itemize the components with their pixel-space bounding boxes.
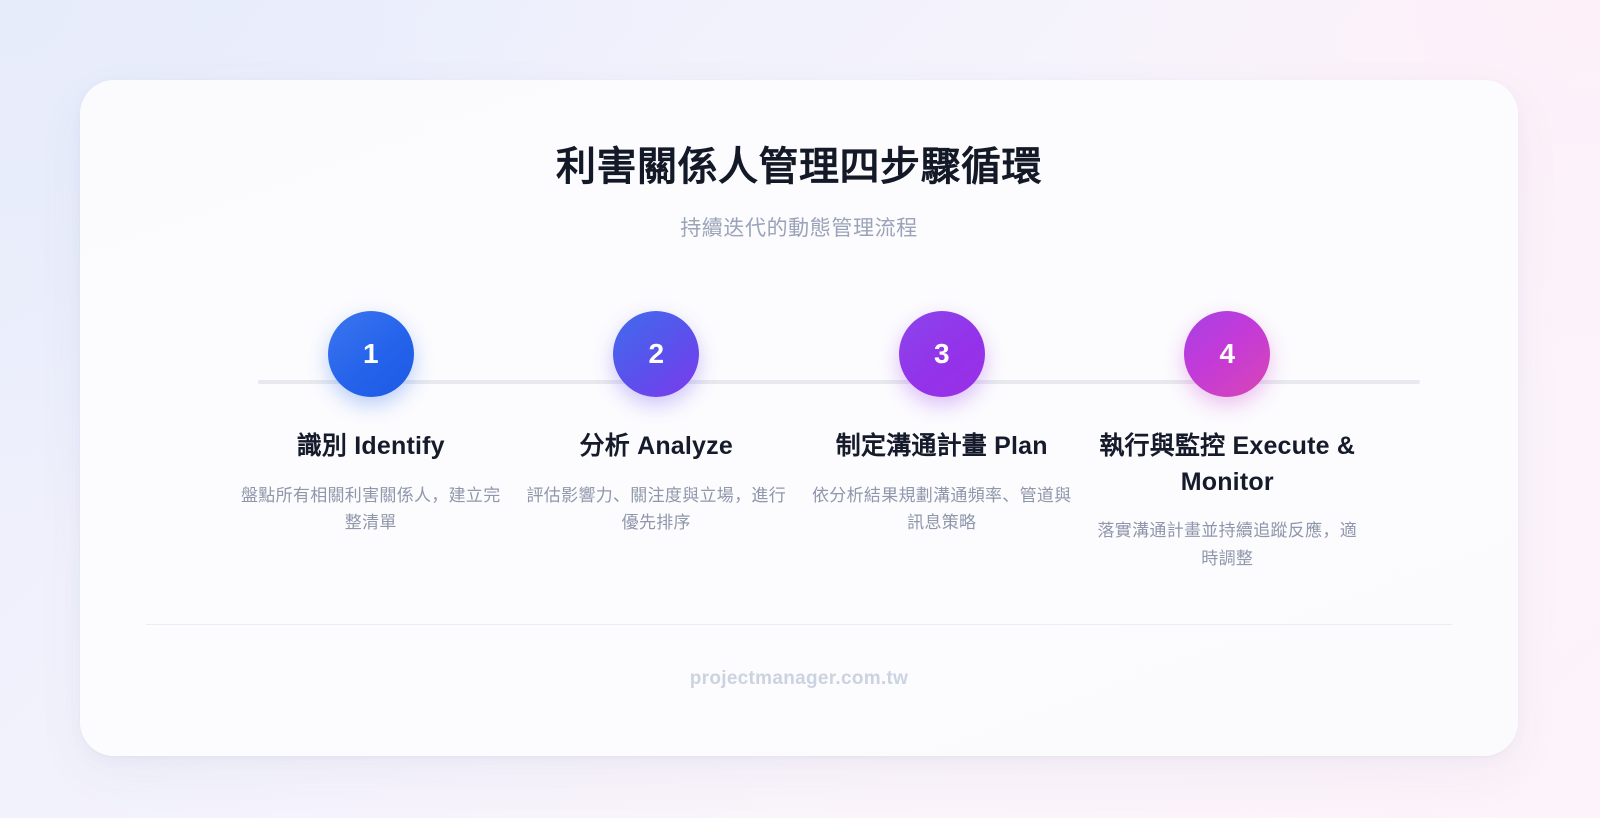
step-description-4: 落實溝通計畫並持續追蹤反應，適時調整 [1097,521,1357,568]
step-number-2: 2 [648,338,665,369]
step-item-4[interactable]: 4 執行與監控 Execute & Monitor 落實溝通計畫並持續追蹤反應，… [1085,311,1371,572]
infographic-card: 利害關係人管理四步驟循環 持續迭代的動態管理流程 1 識別 Identify 盤… [80,80,1518,756]
step-title-4: 執行與監控 Execute & Monitor [1099,432,1356,496]
step-number-badge-2: 2 [613,311,700,397]
step-title-3: 制定溝通計畫 Plan [835,432,1048,460]
page-subtitle: 持續迭代的動態管理流程 [680,217,918,240]
step-description-1: 盤點所有相關利害關係人，建立完整清單 [241,485,501,533]
step-item-2[interactable]: 2 分析 Analyze 評估影響力、關注度與立場，進行優先排序 [514,311,800,537]
step-number-badge-3: 3 [898,311,985,397]
step-number-3: 3 [933,338,950,369]
page-title: 利害關係人管理四步驟循環 [556,145,1042,189]
step-number-badge-1: 1 [327,311,414,397]
timeline-connector-line [258,380,1420,384]
step-title-2: 分析 Analyze [579,432,733,460]
step-number-4: 4 [1219,338,1236,369]
step-number-badge-4: 4 [1184,311,1271,397]
step-description-3: 依分析結果規劃溝通頻率、管道與訊息策略 [812,485,1072,533]
footer-divider [146,624,1452,625]
step-item-3[interactable]: 3 制定溝通計畫 Plan 依分析結果規劃溝通頻率、管道與訊息策略 [799,311,1085,537]
step-number-1: 1 [362,338,379,369]
step-description-2: 評估影響力、關注度與立場，進行優先排序 [526,485,786,533]
steps-section: 1 識別 Identify 盤點所有相關利害關係人，建立完整清單 2 分析 An… [80,311,1518,611]
card-header: 利害關係人管理四步驟循環 持續迭代的動態管理流程 [80,142,1518,243]
steps-list: 1 識別 Identify 盤點所有相關利害關係人，建立完整清單 2 分析 An… [228,311,1370,572]
step-item-1[interactable]: 1 識別 Identify 盤點所有相關利害關係人，建立完整清單 [228,311,514,537]
footer-site-label: projectmanager.com.tw [689,668,909,689]
step-title-1: 識別 Identify [296,432,445,460]
